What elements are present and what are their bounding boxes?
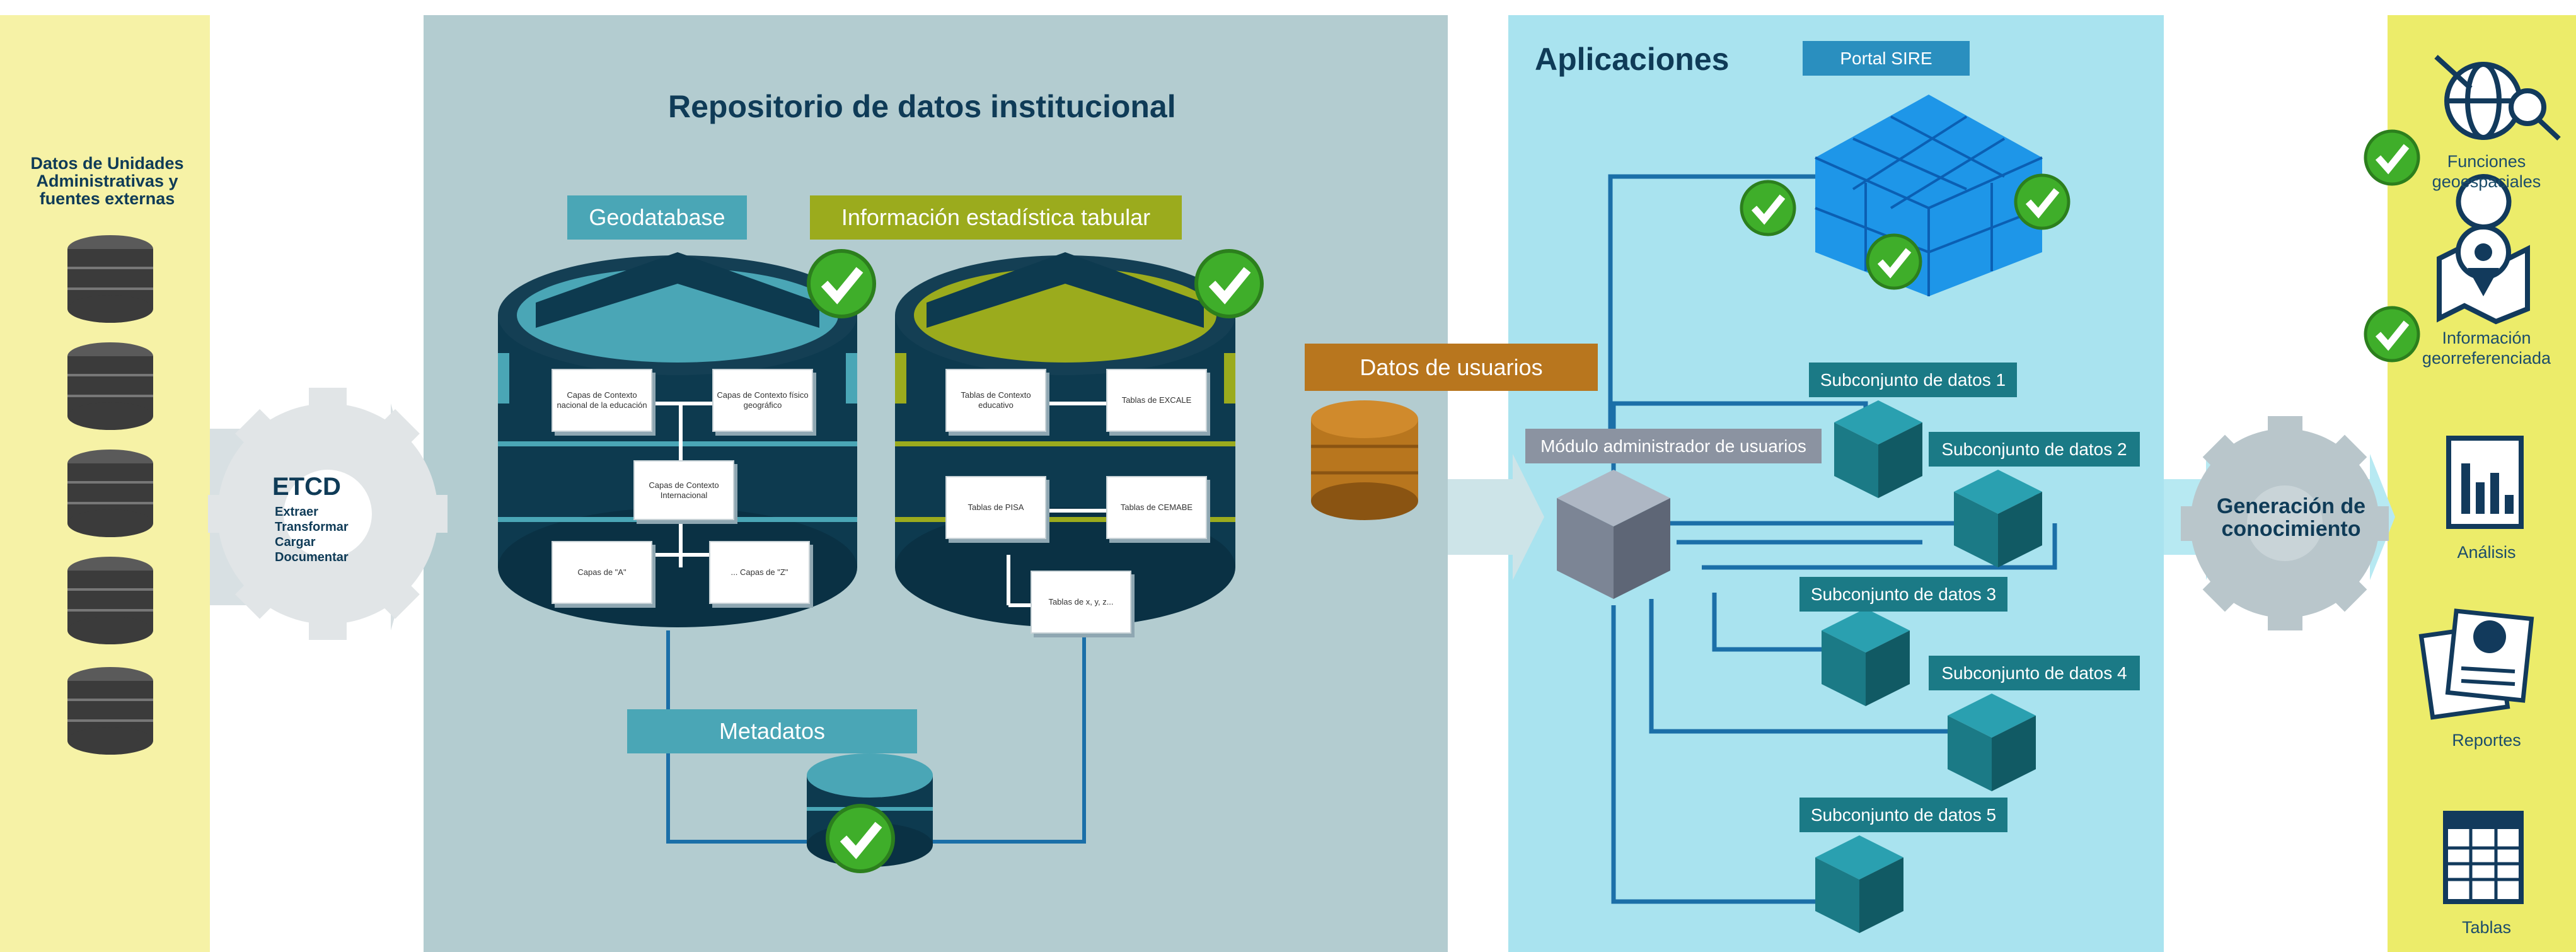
flow-arrow-repo [1448,454,1544,580]
table-icon [2443,811,2524,904]
knowledge-title: Generación de conocimiento [2216,494,2366,541]
check-icon [2364,306,2420,363]
map-pin-icon [2437,174,2530,325]
subset-label-4: Subconjunto de datos 4 [1929,656,2140,690]
etcd-line-transform: Transformar [275,520,349,534]
etcd-gear-icon [208,388,448,640]
check-icon [807,249,876,318]
tabular-card: Tablas de EXCALE [1106,369,1207,432]
subset-cube-4 [1948,694,2036,791]
tabular-label: Información estadística tabular [810,195,1182,240]
geodatabase-cylinder [498,252,857,627]
globe-tools-icon [2434,55,2561,141]
subset-cube-5 [1815,835,1903,933]
metadata-label: Metadatos [627,709,917,753]
subset-cube-2 [1954,470,2042,567]
tabular-card: Tablas de x, y, z... [1031,571,1131,634]
sources-title: Datos de Unidades Administrativas y fuen… [30,154,184,208]
subset-label-5: Subconjunto de datos 5 [1799,798,2007,832]
output-label-analysis: Análisis [2457,543,2516,562]
geodatabase-card: Capas de Contexto Internacional [633,460,734,520]
database-icon [67,557,153,644]
check-icon [1740,180,1796,236]
geodatabase-label: Geodatabase [567,195,747,240]
subset-cube-1 [1834,400,1922,498]
tabular-card: Tablas de CEMABE [1106,476,1207,539]
etcd-line-load: Cargar [275,535,316,549]
user-data-label: Datos de usuarios [1305,344,1598,391]
check-icon [2364,129,2420,186]
geodatabase-card: Capas de "A" [552,541,652,604]
subset-cube-3 [1822,608,1910,706]
check-icon [1194,249,1264,318]
geodatabase-card: Capas de Contexto físico geográfico [712,369,813,432]
report-icon [2418,608,2534,720]
repository-title: Repositorio de datos institucional [668,89,1176,124]
admin-module-label: Módulo administrador de usuarios [1525,429,1822,463]
metadata-links [666,624,1086,844]
tabular-card: Tablas de PISA [945,476,1046,539]
subset-label-2: Subconjunto de datos 2 [1929,432,2140,467]
subset-label-3: Subconjunto de datos 3 [1799,577,2007,612]
check-icon [2014,173,2071,230]
etcd-line-document: Documentar [275,550,349,564]
database-icon [67,667,153,755]
output-label-reports: Reportes [2452,731,2521,750]
output-label-georeferenced: Información georreferenciada [2422,328,2551,368]
check-icon [826,804,895,873]
source-databases [67,235,153,755]
output-label-geospatial: Funciones geoespaciales [2432,152,2541,191]
user-data-database [1311,400,1418,520]
portal-cube-cluster [1815,95,2043,296]
portal-label: Portal SIRE [1803,41,1970,76]
geodatabase-card: ... Capas de "Z" [709,541,810,604]
output-label-tables: Tablas [2461,918,2512,937]
applications-title: Aplicaciones [1535,42,1730,77]
geodatabase-card: Capas de Contexto nacional de la educaci… [552,369,652,432]
knowledge-gear-icon [2181,416,2389,630]
bar-chart-icon [2446,436,2524,529]
etcd-line-extract: Extraer [275,505,318,519]
tabular-card: Tablas de Contexto educativo [945,369,1046,432]
check-icon [1866,233,1922,290]
database-icon [67,235,153,323]
database-icon [67,450,153,537]
admin-module-cube [1557,470,1670,599]
etcd-title: ETCD [272,473,341,501]
subset-label-1: Subconjunto de datos 1 [1809,363,2017,397]
database-icon [67,342,153,430]
